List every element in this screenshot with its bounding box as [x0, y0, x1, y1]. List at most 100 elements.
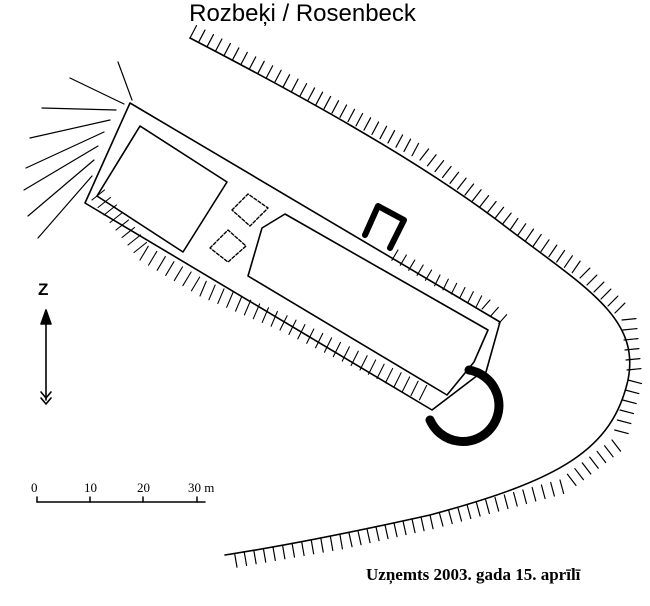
hachure-stroke — [310, 539, 315, 555]
scale-bar — [36, 496, 206, 503]
hachure-stroke — [339, 104, 348, 118]
hachure-stroke — [363, 117, 372, 131]
round-tower — [425, 365, 504, 446]
west-courtyard — [96, 125, 228, 253]
hachure-stroke — [503, 494, 509, 510]
hachure-stroke — [586, 274, 598, 286]
hachure-stroke — [419, 148, 430, 161]
hachure-stroke — [235, 295, 243, 312]
hachure-stroke — [248, 56, 257, 70]
hachure-stroke — [512, 491, 518, 507]
hachure-stroke — [540, 239, 550, 252]
hachure-stroke — [464, 183, 475, 196]
hachure-stroke — [243, 551, 248, 567]
hachure-stroke — [566, 473, 577, 486]
hachure-stroke — [214, 38, 223, 52]
hachure-stroke — [426, 154, 437, 167]
hachure-stroke — [418, 384, 428, 401]
hill-outline — [189, 37, 631, 556]
hachure-stroke — [402, 520, 407, 536]
hachure-stroke — [467, 291, 474, 303]
hachure-stroke — [109, 211, 124, 224]
hachure-stroke — [489, 306, 499, 317]
hachure-stroke — [332, 341, 342, 358]
hachure-stroke — [623, 338, 639, 341]
hachure-stroke — [279, 315, 288, 331]
hachure-stroke — [540, 484, 546, 500]
hachure-stroke — [622, 328, 638, 331]
hachure-stroke — [579, 267, 591, 279]
hachure-stroke — [494, 496, 500, 512]
hachure-stroke — [306, 328, 315, 344]
hachure-stroke — [357, 530, 362, 546]
north-arrow — [40, 309, 52, 405]
hachure-stroke — [384, 367, 394, 384]
hachure-stroke — [459, 286, 466, 299]
hachure-stroke — [240, 51, 248, 66]
hachure-stroke — [614, 302, 626, 314]
hachure-stroke — [571, 260, 581, 274]
hachure-stroke — [395, 134, 404, 148]
hachure-stroke — [429, 514, 434, 530]
hachure-stroke — [103, 204, 118, 216]
hachure-stroke — [379, 125, 388, 140]
outer-wall — [84, 102, 501, 411]
hachure-stroke — [347, 108, 356, 123]
hachure-stroke — [479, 195, 490, 208]
hachure-stroke — [121, 226, 136, 239]
hachure-stroke — [531, 486, 537, 502]
hachure-stroke — [282, 74, 291, 88]
hachure-stroke — [471, 189, 482, 202]
hachure-stroke — [457, 506, 463, 522]
hachure-stroke — [384, 524, 389, 540]
hachure-stroke — [621, 318, 637, 321]
hachure-stroke — [217, 288, 225, 305]
hachure-stroke — [156, 256, 166, 271]
photo-caption: Uzņemts 2003. gada 15. aprīlī — [366, 565, 581, 584]
hachure-stroke — [410, 380, 419, 397]
hachure-stroke — [441, 165, 452, 179]
hachure-stroke — [393, 522, 398, 538]
hachure-stroke — [411, 142, 420, 157]
hachure-stroke — [563, 255, 573, 268]
hachure-stroke — [624, 389, 640, 395]
hachure-stroke — [253, 549, 257, 565]
scale-tick-20: 20 — [137, 480, 150, 495]
hachure-stroke — [208, 284, 216, 301]
hachure-stroke — [593, 281, 605, 293]
hachure-stroke — [272, 546, 276, 562]
hachure-stroke — [559, 479, 565, 495]
gate-tower — [362, 203, 407, 251]
hachure-stroke — [393, 372, 402, 388]
hachure-stroke — [301, 541, 305, 557]
scale-tick-10: 10 — [84, 480, 97, 495]
hachure-stroke — [403, 138, 412, 153]
hachure-stroke — [226, 292, 234, 308]
hachure-stroke — [299, 83, 308, 97]
east-courtyard — [247, 213, 489, 396]
hachure-stroke — [257, 60, 265, 75]
hachure-stroke — [550, 481, 555, 497]
hachure-stroke — [323, 95, 332, 110]
hachure-stroke — [616, 419, 632, 425]
hachure-stroke — [556, 249, 566, 263]
small-rooms — [209, 193, 269, 263]
hachure-stroke — [291, 542, 296, 558]
hachure-stroke — [197, 29, 206, 44]
hachure-stroke — [438, 511, 444, 527]
room-south — [209, 229, 247, 263]
hachure-stroke — [600, 288, 612, 300]
hachure-stroke — [611, 439, 622, 452]
hachure-stroke — [366, 528, 371, 544]
scale-tick-0: 0 — [31, 480, 38, 495]
hachure-stroke — [619, 409, 635, 415]
hachure-stroke — [339, 534, 343, 550]
hachure-stroke — [447, 509, 453, 525]
hachure-stroke — [315, 91, 324, 106]
hachure-stroke — [262, 547, 267, 563]
hachure-stroke — [401, 376, 411, 392]
hachure-stroke — [466, 504, 472, 520]
hachure-stroke — [624, 348, 640, 351]
